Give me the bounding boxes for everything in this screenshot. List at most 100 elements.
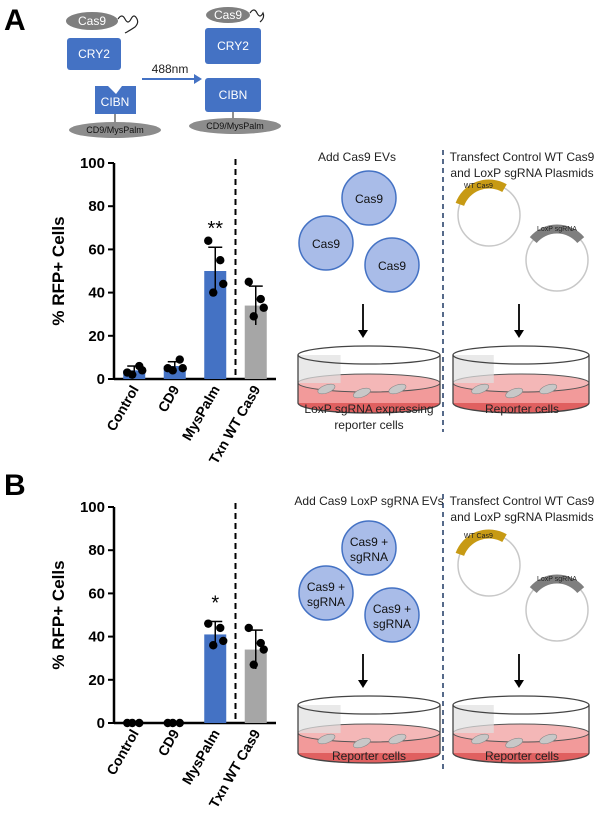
plasmid-insert-arc [529, 574, 585, 594]
data-point [135, 718, 144, 728]
down-arrow-head [514, 330, 524, 338]
bar [244, 649, 267, 723]
plasmid-insert-arc [455, 529, 507, 557]
data-point [168, 366, 177, 375]
plasmid-insert-arc [529, 224, 585, 244]
data-point [216, 256, 225, 265]
ev-label-line2: sgRNA [373, 617, 411, 631]
ev-vesicle [341, 170, 397, 226]
data-point [178, 364, 187, 373]
linker-squiggle [117, 15, 139, 34]
dish-bottom-edge [452, 402, 590, 414]
plasmid-insert-label: LoxP sgRNA [537, 226, 577, 233]
cas9-oval-dark [66, 12, 118, 30]
reporter-cell [539, 383, 558, 395]
y-tick-label: 100 [80, 155, 105, 172]
data-point [168, 718, 177, 728]
ev-label-line2: sgRNA [307, 595, 345, 609]
diagram-b-left-caption-1: Reporter cells [332, 749, 406, 763]
data-point [204, 619, 213, 628]
diagram-a-left-title: Add Cas9 EVs [318, 150, 396, 164]
data-point [216, 623, 225, 633]
dish-bottom-edge [297, 752, 441, 764]
diagram-a-right-title-2: and LoxP sgRNA Plasmids [450, 166, 593, 180]
diagram-a-right-title-1: Transfect Control WT Cas9 [450, 150, 595, 164]
ev-label-line2: sgRNA [350, 550, 388, 564]
diagram-a-right-caption: Reporter cells [485, 402, 559, 416]
cry2-block-light [205, 28, 261, 64]
reporter-cell [539, 733, 558, 745]
data-point [244, 277, 253, 286]
data-point [209, 641, 218, 650]
bar [204, 634, 227, 723]
cry2-label-light: CRY2 [217, 39, 249, 53]
y-tick-label: 60 [88, 241, 105, 258]
y-tick-label: 40 [88, 629, 105, 646]
anchor-oval-dark [69, 122, 161, 138]
light-wavelength-label: 488nm [152, 62, 189, 76]
ev-vesicle [364, 587, 420, 643]
cibn-block-light [205, 78, 261, 112]
dish-glare [298, 355, 341, 383]
panel-letter-a: A [4, 4, 26, 37]
data-point [259, 645, 268, 654]
plasmid-insert-label: WT Cas9 [464, 533, 493, 540]
diagram-a-left-caption-2: reporter cells [334, 418, 403, 432]
reporter-cell [471, 733, 490, 745]
anchor-oval-light [189, 118, 281, 134]
reporter-cell [388, 733, 407, 745]
data-point [219, 279, 228, 289]
reporter-cell [353, 387, 371, 399]
diagram-b-right-caption: Reporter cells [485, 749, 559, 763]
reporter-cell [388, 383, 407, 395]
data-point [249, 660, 258, 669]
linker-squiggle-light [249, 9, 265, 23]
ev-vesicle [364, 237, 420, 293]
cibn-label-light: CIBN [219, 88, 248, 102]
category-label: MysPalm [179, 727, 223, 788]
data-point [244, 623, 253, 633]
significance-marker: ** [207, 218, 223, 240]
dish-glare [453, 705, 494, 733]
y-tick-label: 20 [88, 328, 105, 345]
cry2-label-dark: CRY2 [78, 47, 110, 61]
cry2-cibn-schematic: Cas9 CRY2 CIBN CD9/MysPalm 488nm Cas9 CR… [66, 7, 281, 138]
ev-vesicle [341, 520, 397, 576]
reporter-cell [317, 733, 336, 745]
dish-bottom-edge [452, 752, 590, 764]
data-point [259, 303, 268, 312]
category-label: MysPalm [179, 383, 223, 444]
category-label: Control [103, 383, 142, 434]
y-axis-title: % RFP+ Cells [49, 560, 68, 669]
ev-label: Cas9 [312, 237, 340, 251]
diagram-a: Add Cas9 EVs Transfect Control WT Cas9 a… [297, 150, 595, 432]
y-tick-label: 20 [88, 672, 105, 689]
reporter-cell [317, 383, 336, 395]
y-tick-label: 100 [80, 499, 105, 516]
data-point [256, 638, 265, 648]
y-tick-label: 80 [88, 542, 105, 559]
light-arrow-head [194, 74, 202, 84]
y-tick-label: 0 [97, 715, 105, 732]
bar [244, 305, 267, 379]
data-point [175, 355, 184, 364]
ev-vesicle [298, 215, 354, 271]
dish-bottom-edge [297, 402, 441, 414]
reporter-cell [505, 737, 524, 749]
diagram-b-right-title-2: and LoxP sgRNA Plasmids [450, 510, 593, 524]
anchor-label-dark: CD9/MysPalm [86, 125, 144, 135]
panel-letter-b: B [4, 469, 26, 502]
cas9-oval-light [206, 7, 250, 23]
cibn-block-dark [95, 86, 136, 114]
ev-label-line1: Cas9 + [350, 535, 388, 549]
data-point [209, 288, 218, 297]
category-label: CD9 [154, 726, 182, 758]
significance-marker: * [211, 592, 219, 614]
diagram-b-left-title: Add Cas9 LoxP sgRNA EVs [294, 494, 443, 508]
dish-glare [453, 355, 494, 383]
diagram-b-right-title-1: Transfect Control WT Cas9 [450, 494, 595, 508]
